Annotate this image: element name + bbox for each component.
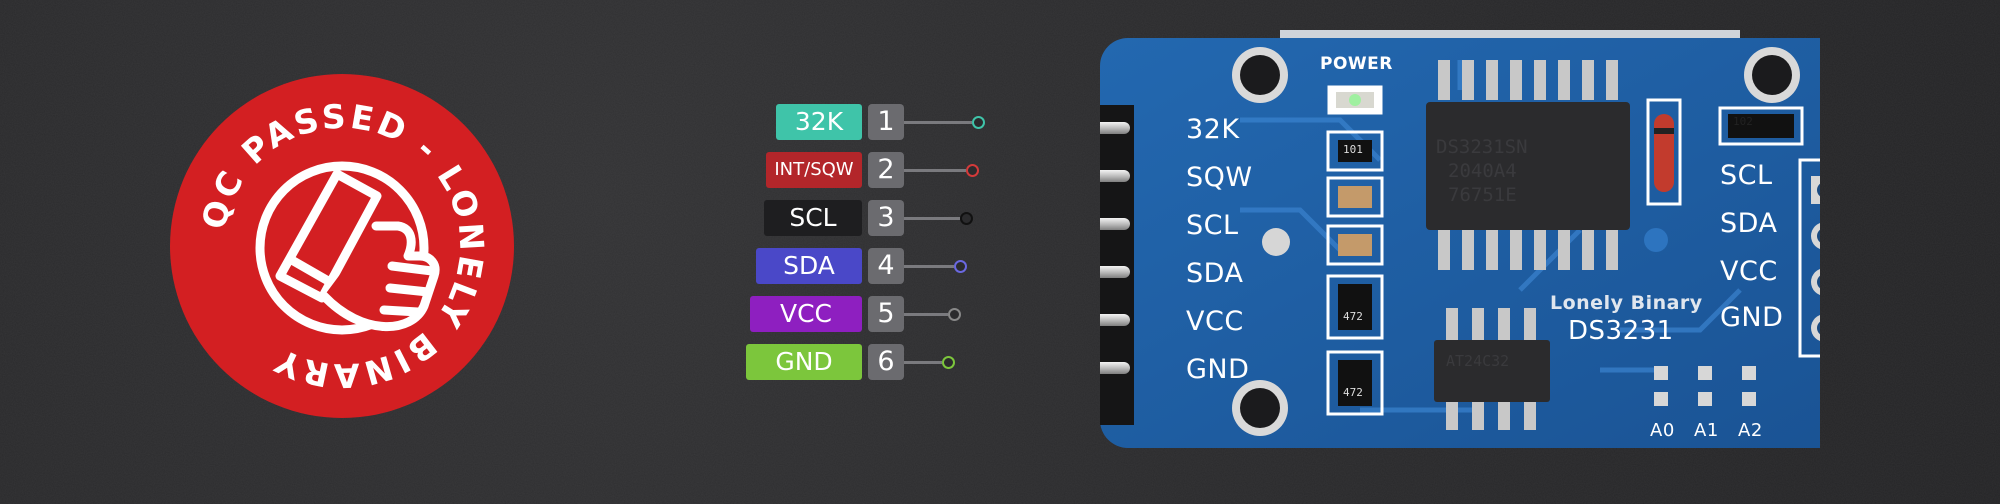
right-label-sda: SDA <box>1720 208 1778 239</box>
pin-label-tag: 32K <box>776 104 862 140</box>
brand-label: Lonely Binary <box>1550 292 1703 314</box>
via <box>1644 228 1668 252</box>
eeprom-chip <box>1434 308 1550 430</box>
pin-number: 2 <box>868 152 904 188</box>
header-label-32k: 32K <box>1186 114 1240 145</box>
test-point <box>1262 228 1290 256</box>
resistor-marking-1: 101 <box>1343 143 1363 156</box>
header-label-scl: SCL <box>1186 210 1239 241</box>
power-label: POWER <box>1320 54 1393 74</box>
pin-label-tag: VCC <box>750 296 862 332</box>
header-label-vcc: VCC <box>1186 306 1244 337</box>
pin-leader-line <box>904 361 942 364</box>
pin-label-tag: SCL <box>764 200 862 236</box>
rtc-chip <box>1426 60 1630 270</box>
pin-dot <box>954 260 967 273</box>
resistor-array-marking-2: 472 <box>1343 386 1363 399</box>
pin-dot <box>972 116 985 129</box>
pin-leader-line <box>904 265 954 268</box>
thumbs-up-icon <box>255 161 440 335</box>
pin-number: 4 <box>868 248 904 284</box>
pin-header-body <box>1100 105 1134 425</box>
pcb <box>1100 38 1820 448</box>
pin-number: 3 <box>868 200 904 236</box>
pin-label-tag: GND <box>746 344 862 380</box>
chip-marking-line-2: 2040A4 <box>1448 160 1517 182</box>
pin-label-tag: SDA <box>756 248 862 284</box>
pin-leader-line <box>904 121 972 124</box>
header-label-sqw: SQW <box>1186 162 1253 193</box>
resistor-array-marking-1: 472 <box>1343 310 1363 323</box>
chip-marking-line-3: 76751E <box>1448 184 1517 206</box>
pin-number: 5 <box>868 296 904 332</box>
mounting-holes <box>1232 47 1800 436</box>
i2c-header-pads <box>1811 176 1820 342</box>
pin-number: 6 <box>868 344 904 380</box>
address-label-a2: A2 <box>1738 420 1763 441</box>
pin-number: 1 <box>868 104 904 140</box>
header-pins <box>1100 122 1130 374</box>
qc-passed-badge: QC PASSED - LONELY BINARY <box>170 74 514 418</box>
right-label-gnd: GND <box>1720 302 1784 333</box>
eeprom-marking: AT24C32 <box>1446 352 1510 370</box>
diode-frame <box>1646 98 1682 206</box>
resistor-marking-top: 102 <box>1733 115 1753 128</box>
address-label-a0: A0 <box>1650 420 1675 441</box>
pin-leader-line <box>904 217 960 220</box>
pin-dot <box>966 164 979 177</box>
header-label-gnd: GND <box>1186 354 1250 385</box>
chip-marking-line-1: DS3231SN <box>1436 136 1528 158</box>
pin-dot <box>942 356 955 369</box>
diode <box>1654 114 1674 192</box>
i2c-header-frame <box>1798 158 1820 358</box>
pin-dot <box>960 212 973 225</box>
pin-leader-line <box>904 169 966 172</box>
right-label-scl: SCL <box>1720 160 1773 191</box>
address-label-a1: A1 <box>1694 420 1719 441</box>
pin-leader-line <box>904 313 948 316</box>
model-label: DS3231 <box>1568 316 1674 346</box>
right-label-vcc: VCC <box>1720 256 1778 287</box>
pin-dot <box>948 308 961 321</box>
pin-label-tag: INT/SQW <box>766 152 862 188</box>
smd-components <box>1326 106 1804 416</box>
ds3231-module-board <box>1100 30 1820 448</box>
address-jumpers <box>1654 366 1756 406</box>
header-label-sda: SDA <box>1186 258 1244 289</box>
